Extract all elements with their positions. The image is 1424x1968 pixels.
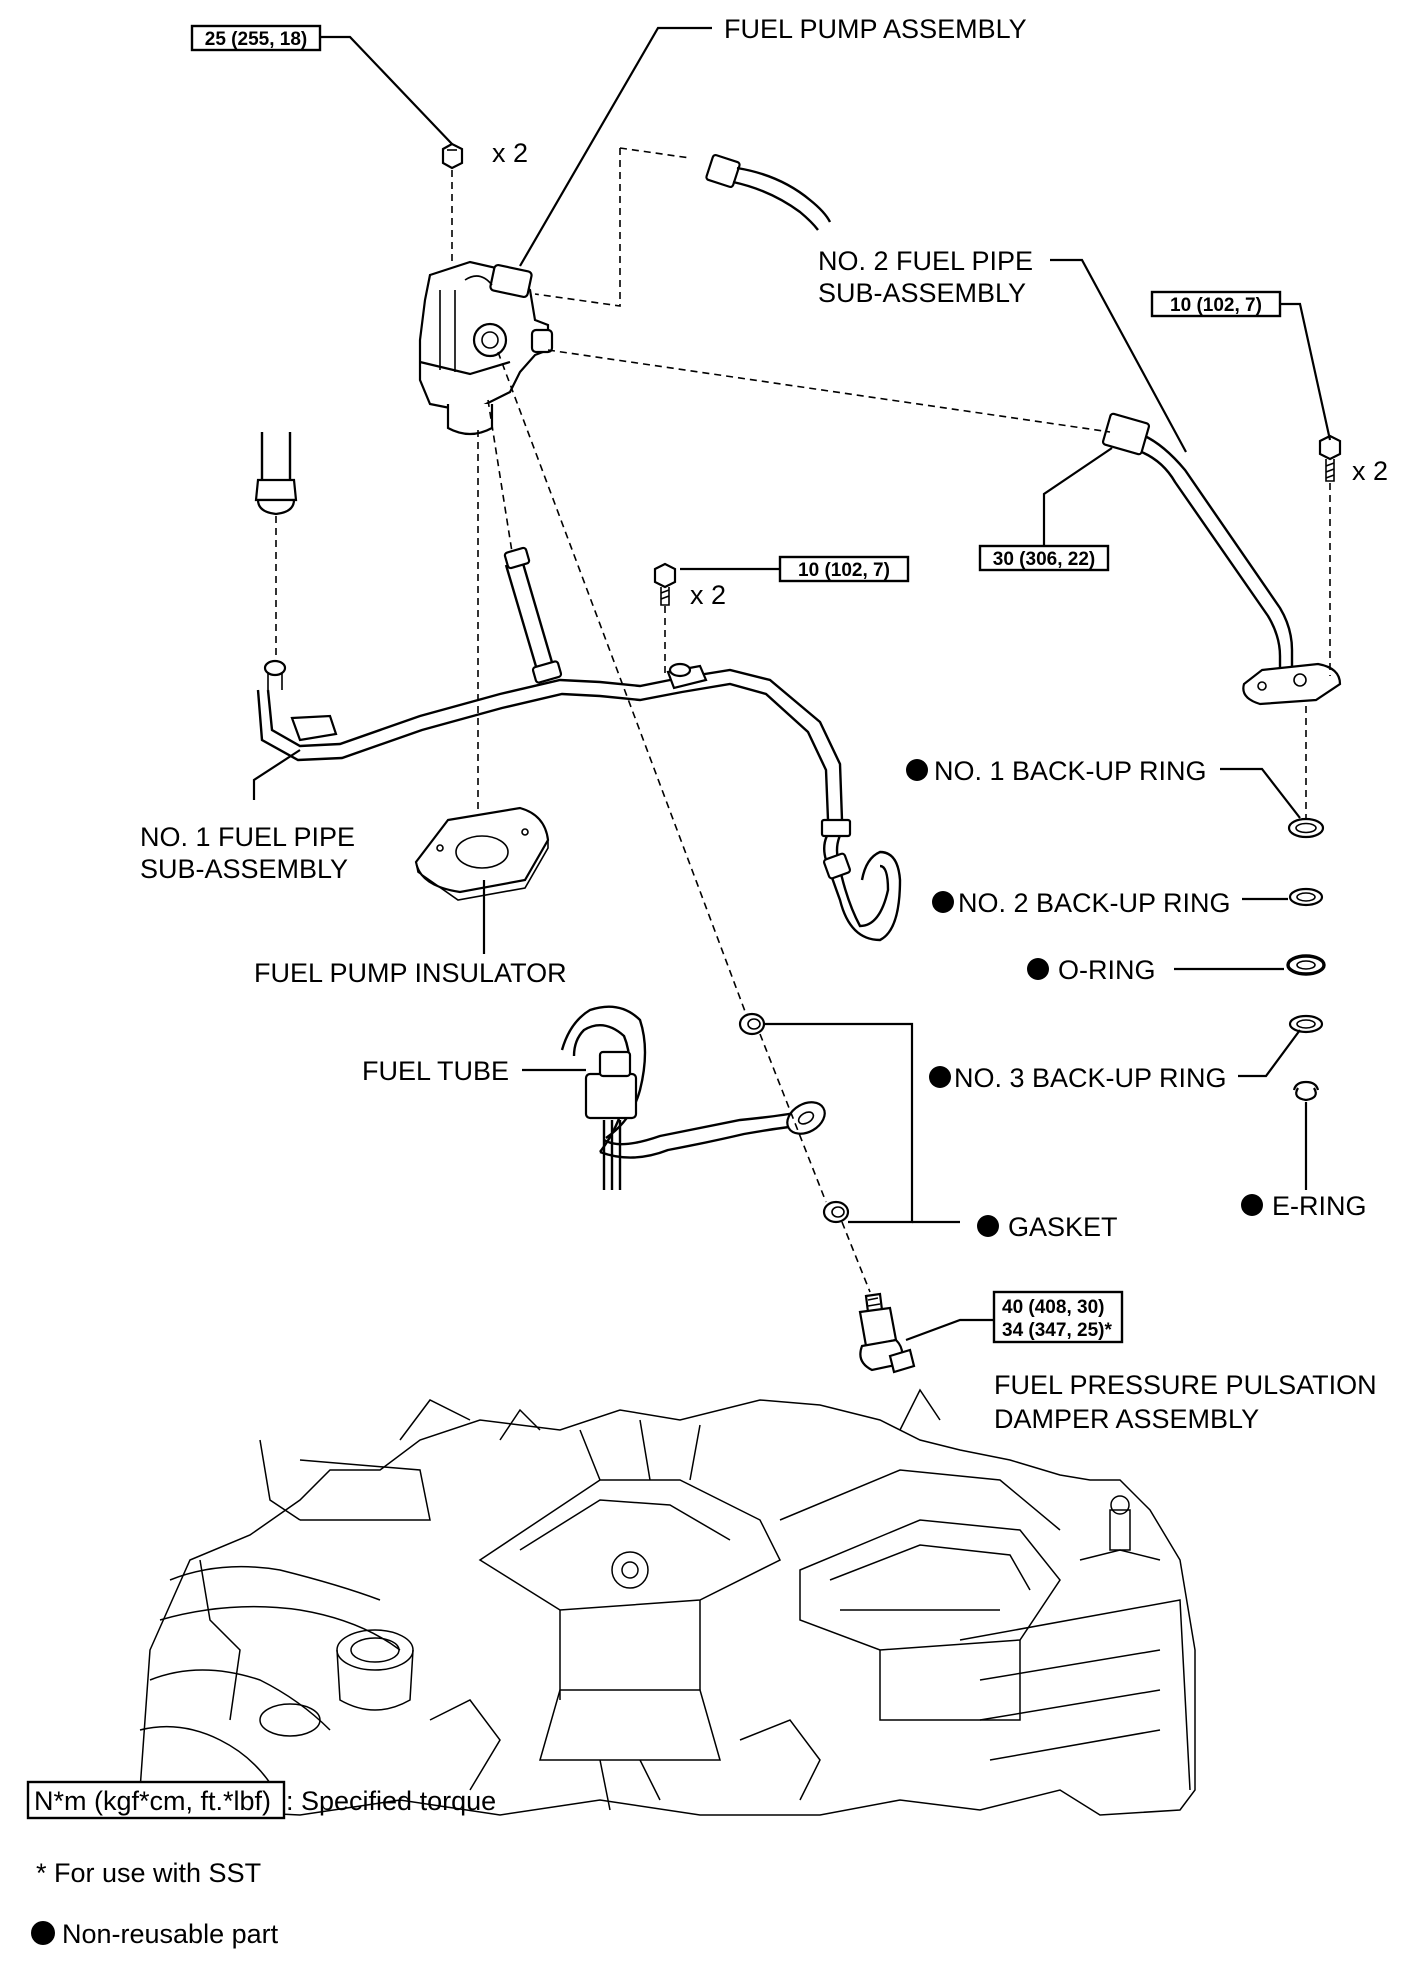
label-no2-backup-ring: NO. 2 BACK-UP RING <box>958 888 1231 918</box>
gasket-upper <box>738 1012 766 1036</box>
nonreusable-dot-no2-ring <box>932 891 954 913</box>
no2-backup-ring <box>1288 887 1324 907</box>
nonreusable-dot-no1-ring <box>906 759 928 781</box>
torque-box-pipe2-bolt: 10 (102, 7) <box>1150 290 1282 318</box>
leader-lines <box>252 26 1332 1342</box>
label-damper-line2: DAMPER ASSEMBLY <box>994 1404 1259 1434</box>
legend-nonreusable-dot <box>31 1921 55 1945</box>
qty-pipe1-bolt: x 2 <box>690 580 726 610</box>
label-no2-fuel-pipe-line2: SUB-ASSEMBLY <box>818 278 1026 308</box>
no1-pipe-upper-end <box>254 432 298 516</box>
legend-torque-unit: N*m (kgf*cm, ft.*lbf) <box>34 1786 271 1816</box>
torque-damper-line1: 40 (408, 30) <box>1002 1297 1104 1318</box>
torque-pipe2-union: 30 (306, 22) <box>993 549 1095 570</box>
no3-backup-ring <box>1288 1014 1324 1034</box>
label-no3-backup-ring: NO. 3 BACK-UP RING <box>954 1063 1227 1093</box>
legend: N*m (kgf*cm, ft.*lbf) : Specified torque… <box>26 1780 496 1949</box>
label-o-ring: O-RING <box>1058 955 1156 985</box>
no2-fuel-pipe <box>1101 412 1342 706</box>
pump-connector <box>705 153 832 231</box>
nonreusable-dot-no3-ring <box>929 1066 951 1088</box>
o-ring <box>1286 954 1326 976</box>
torque-pipe1-bolt: 10 (102, 7) <box>798 560 890 581</box>
label-gasket: GASKET <box>1008 1212 1118 1242</box>
torque-box-damper: 40 (408, 30) 34 (347, 25)* <box>992 1290 1124 1344</box>
fuel-pump-assembly <box>418 260 554 436</box>
no1-fuel-pipe <box>256 659 902 942</box>
legend-sst-note: * For use with SST <box>36 1858 261 1888</box>
pipe2-bolt <box>1318 434 1342 482</box>
nonreusable-dot-o-ring <box>1027 958 1049 980</box>
label-e-ring: E-RING <box>1272 1191 1367 1221</box>
legend-nonreusable: Non-reusable part <box>62 1919 279 1949</box>
label-fuel-pump-insulator: FUEL PUMP INSULATOR <box>254 958 567 988</box>
gasket-lower <box>822 1200 850 1224</box>
legend-torque-desc: : Specified torque <box>286 1786 496 1816</box>
label-no1-fuel-pipe-line1: NO. 1 FUEL PIPE <box>140 822 355 852</box>
torque-pump-nut: 25 (255, 18) <box>205 29 307 50</box>
torque-box-pipe2-union: 30 (306, 22) <box>978 544 1110 572</box>
torque-box-pump-nut: 25 (255, 18) <box>190 24 322 52</box>
fuel-tube <box>560 1005 826 1190</box>
nonreusable-dot-e-ring <box>1241 1194 1263 1216</box>
label-no1-backup-ring: NO. 1 BACK-UP RING <box>934 756 1207 786</box>
torque-damper-line2: 34 (347, 25)* <box>1002 1320 1112 1341</box>
fuel-hose <box>503 546 563 684</box>
e-ring <box>1292 1080 1320 1102</box>
engine-outline <box>139 1388 1196 1816</box>
alignment-lines <box>275 147 1331 1293</box>
fuel-pressure-pulsation-damper <box>858 1292 916 1374</box>
torque-pipe2-bolt: 10 (102, 7) <box>1170 295 1262 316</box>
label-fuel-pump-assembly: FUEL PUMP ASSEMBLY <box>724 14 1027 44</box>
label-no2-fuel-pipe-line1: NO. 2 FUEL PIPE <box>818 246 1033 276</box>
nonreusable-dot-gasket <box>977 1215 999 1237</box>
qty-pipe2-bolt: x 2 <box>1352 456 1388 486</box>
pump-nut <box>441 142 464 170</box>
no1-backup-ring <box>1287 817 1325 839</box>
fuel-pump-insulator <box>414 806 550 901</box>
label-damper-line1: FUEL PRESSURE PULSATION <box>994 1370 1377 1400</box>
torque-box-pipe1-bolt: 10 (102, 7) <box>778 555 910 583</box>
label-no1-fuel-pipe-line2: SUB-ASSEMBLY <box>140 854 348 884</box>
pipe1-bolt <box>653 562 677 606</box>
label-fuel-tube: FUEL TUBE <box>362 1056 509 1086</box>
qty-pump-nut: x 2 <box>492 138 528 168</box>
